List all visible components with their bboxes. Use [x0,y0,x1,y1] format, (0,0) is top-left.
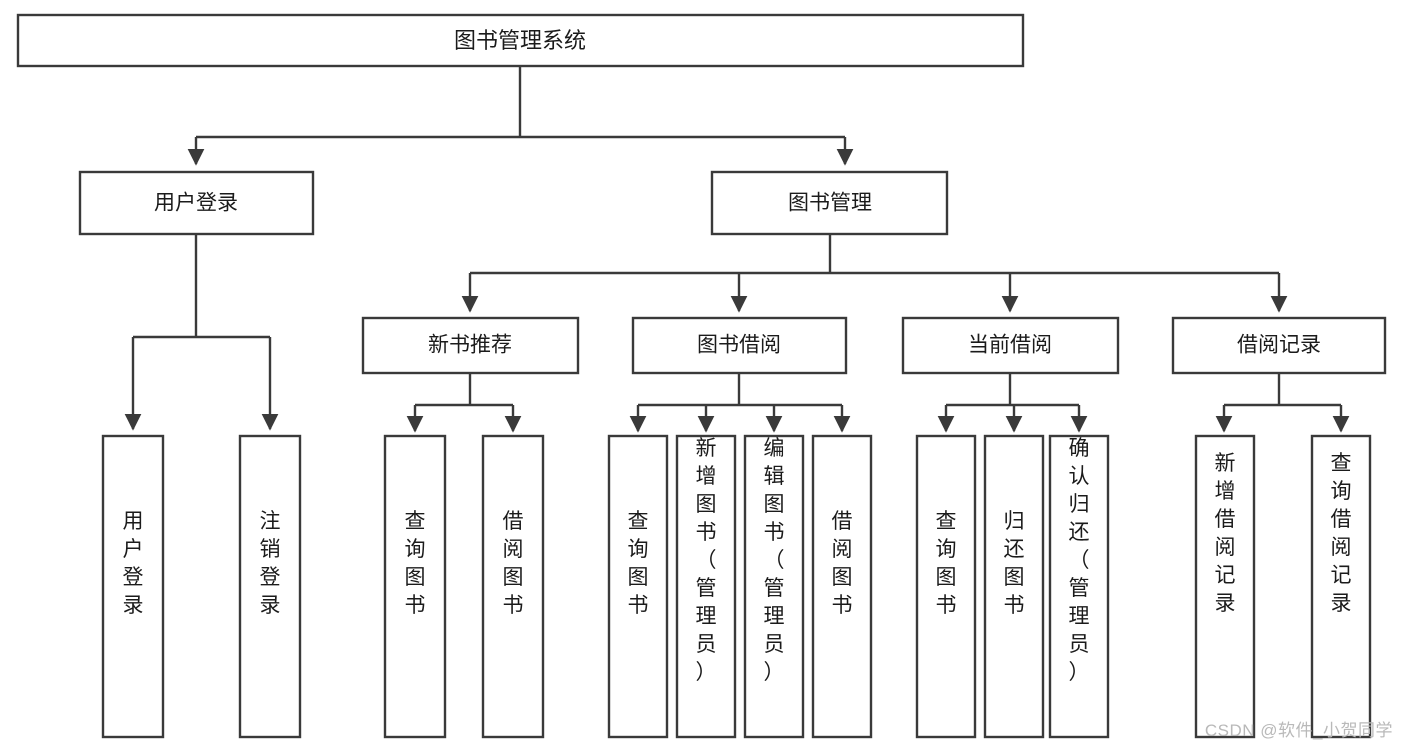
leaf-user-login-1[interactable]: 注销登录 [238,434,302,739]
watermark-text: CSDN @软件_小贺同学 [1204,721,1393,740]
leaf-book-borrow-1[interactable]: 新增图书（管理员） [675,434,737,739]
connector-newbook-to-leaves [406,373,522,433]
node-new-book-recommend-label: 新书推荐 [428,334,512,357]
node-root-label: 图书管理系统 [454,28,586,53]
leaf-user-login-0[interactable]: 用户登录 [101,434,165,739]
node-user-login[interactable]: 用户登录 [78,170,315,236]
leaf-user-login-1-label: 注销登录 [260,510,281,617]
leaf-book-borrow-0-label: 查询图书 [628,510,649,617]
node-borrow-record[interactable]: 借阅记录 [1171,316,1387,375]
leaf-user-login-0-label: 用户登录 [123,510,144,617]
leaf-book-borrow-2-label: 编辑图书（管理员） [764,437,785,684]
leaf-current-borrow-2[interactable]: 确认归还（管理员） [1048,434,1110,739]
node-book-manage[interactable]: 图书管理 [710,170,949,236]
connector-bookborrow-to-leaves [629,373,851,433]
node-current-borrow-label: 当前借阅 [968,334,1052,357]
leaf-current-borrow-0-label: 查询图书 [936,510,957,617]
leaf-borrow-record-0[interactable]: 新增借阅记录 [1194,434,1256,739]
node-user-login-label: 用户登录 [154,192,238,215]
leaf-borrow-record-1-label: 查询借阅记录 [1331,452,1352,615]
node-new-book-recommend[interactable]: 新书推荐 [361,316,580,375]
node-book-borrow-label: 图书借阅 [697,334,781,357]
leaf-book-borrow-3[interactable]: 借阅图书 [811,434,873,739]
leaf-new-book-0-label: 查询图书 [405,510,426,617]
leaf-current-borrow-1-label: 归还图书 [1004,510,1025,617]
leaf-new-book-1-label: 借阅图书 [503,510,524,617]
connector-root-to-level2 [187,66,854,166]
leaf-book-borrow-1-label: 新增图书（管理员） [696,437,717,684]
leaf-book-borrow-3-label: 借阅图书 [832,510,853,617]
leaf-new-book-0[interactable]: 查询图书 [383,434,447,739]
node-current-borrow[interactable]: 当前借阅 [901,316,1120,375]
leaf-current-borrow-1[interactable]: 归还图书 [983,434,1045,739]
connector-userlogin-to-leaves [124,234,279,431]
node-borrow-record-label: 借阅记录 [1237,334,1321,357]
connector-borrowrecord-to-leaves [1215,373,1350,433]
connector-currentborrow-to-leaves [937,373,1088,433]
leaf-book-borrow-0[interactable]: 查询图书 [607,434,669,739]
node-book-borrow[interactable]: 图书借阅 [631,316,848,375]
leaf-current-borrow-0[interactable]: 查询图书 [915,434,977,739]
node-root[interactable]: 图书管理系统 [16,13,1025,68]
leaf-book-borrow-2[interactable]: 编辑图书（管理员） [743,434,805,739]
leaf-new-book-1[interactable]: 借阅图书 [481,434,545,739]
connector-bookmanage-to-level3 [461,234,1288,313]
leaf-borrow-record-1[interactable]: 查询借阅记录 [1310,434,1372,739]
leaf-current-borrow-2-label: 确认归还（管理员） [1069,437,1090,684]
leaf-borrow-record-0-label: 新增借阅记录 [1215,452,1236,615]
node-book-manage-label: 图书管理 [788,192,872,215]
